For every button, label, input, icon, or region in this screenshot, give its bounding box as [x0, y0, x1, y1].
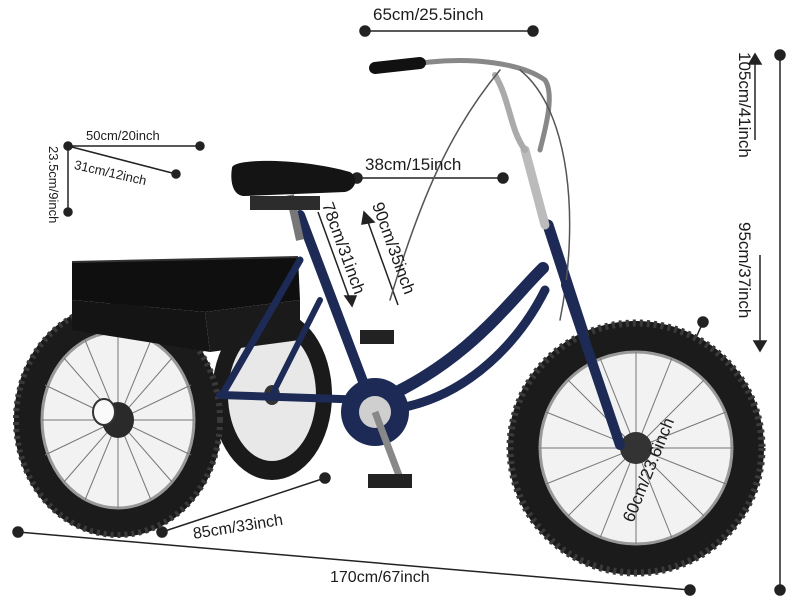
- front-wheel: [506, 319, 766, 577]
- seat: [231, 160, 356, 241]
- seat-to-handlebar-label: 38cm/15inch: [365, 155, 462, 174]
- basket-width-label: 50cm/20inch: [86, 128, 160, 143]
- dimension-lines: [12, 25, 786, 596]
- basket-height-label: 23.5cm/9inch: [46, 146, 61, 224]
- handlebar-width-label: 65cm/25.5inch: [373, 5, 484, 24]
- rear-basket: [71, 256, 300, 352]
- handlebar: [369, 57, 571, 321]
- frame: [216, 210, 624, 446]
- overall-length-label: 170cm/67inch: [330, 569, 430, 586]
- overall-height-max-label: 105cm/41inch: [735, 52, 754, 158]
- rear-wheel-near: [13, 302, 223, 538]
- overall-height-min-label: 95cm/37inch: [735, 222, 754, 319]
- crank: [341, 330, 412, 488]
